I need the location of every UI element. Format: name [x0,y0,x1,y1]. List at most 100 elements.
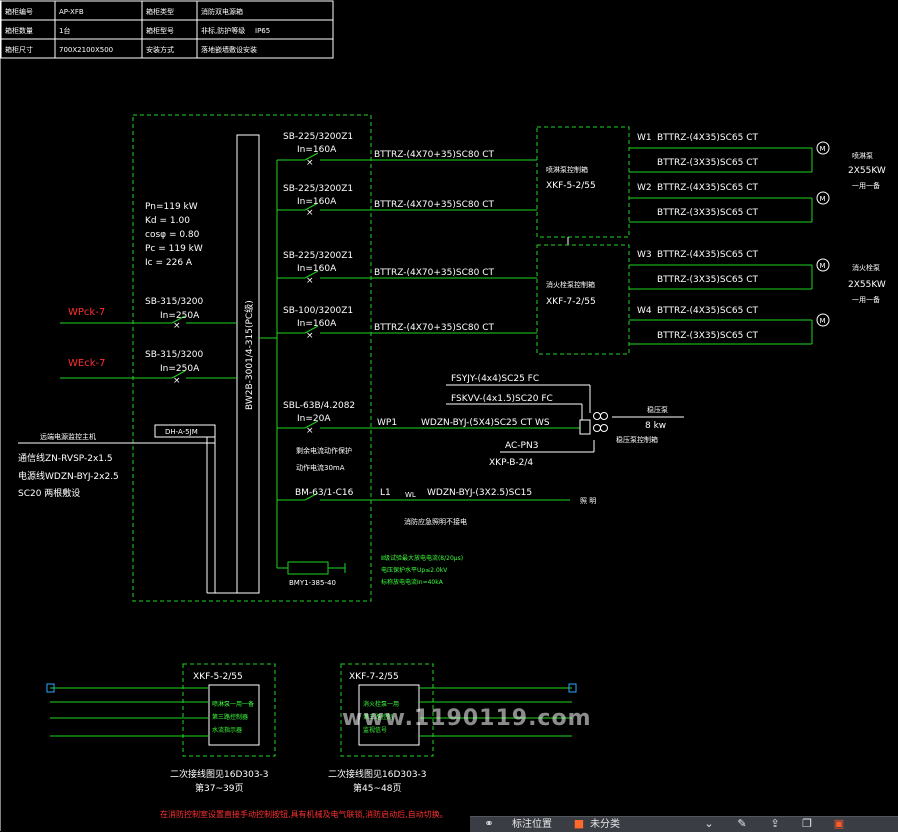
wp-fc1: FSYJY-(4x4)SC25 FC [451,374,539,384]
copy-icon[interactable]: ❐ [802,817,812,830]
toolbar-item-1[interactable]: 标注位置 [512,819,552,830]
wp-fc2: FSKVV-(4x1.5)SC20 FC [451,394,553,404]
incoming-feeder-1: × WPck-7 SB-315/3200 In=250A [60,297,237,331]
motor-code-1: W1 [637,133,652,143]
l1-cable: WDZN-BYJ-(3X2.5)SC15 [427,488,532,498]
outgoing-feeder-4: × SB-100/3200Z1 In=160A BTTRZ-(4X70+35)S… [277,306,537,341]
wp-note1: 剩余电流动作保护 [296,446,352,455]
l1-dest: 照 明 [580,497,596,505]
motor-code-3: W2 [637,183,652,193]
bottom-note: 在消防控制室设置直接手动控制按钮,具有机械及电气联锁,消防启动后,自动切换。 [160,809,448,819]
out-cable-4: BTTRZ-(4X70+35)SC80 CT [374,323,494,333]
svg-text:×: × [173,321,181,331]
pump-note-1: 一用一备 [852,181,880,190]
bc1-inner-1: 第三路控制器 [212,713,248,721]
wp-note2: 动作电流30mA [296,463,345,472]
cabinet-xkf5-top: 喷淋泵控制箱 [546,165,588,174]
remote-l3: SC20 两根敷设 [18,487,80,499]
pen-icon[interactable]: ✎ [737,817,747,830]
out-cable-1: BTTRZ-(4X70+35)SC80 CT [374,150,494,160]
jockey-motor-icon-c [593,424,601,432]
dh-module-label: DH-A-5JM [165,428,198,436]
toolbar-item-2[interactable]: 未分类 [590,819,620,830]
wp-xkp: XKP-B-2/4 [489,458,533,468]
cabinet-xkf7: 消火栓泵控制箱 XKF-7-2/55 [536,244,630,355]
tb-v2-0: 消防双电源箱 [201,7,243,16]
tb-k1-1: 箱柜数量 [5,26,33,35]
tb-k2-0: 箱柜类型 [146,7,174,16]
ats-unit [236,134,260,594]
motor-lines: W1 BTTRZ-(4X35)SC65 CT BTTRZ-(3X35)SC65 … [629,133,813,345]
motor-cable-8: BTTRZ-(3X35)SC65 CT [657,331,758,341]
bc2-inner-1: 第三路控制 [363,713,393,721]
wp-breaker: SBL-63B/4.2082 [283,401,355,411]
jockey-motor-icon-b [600,412,608,420]
outgoing-feeder-1: × SB-225/3200Z1 In=160A BTTRZ-(4X70+35)S… [277,132,537,168]
svg-text:×: × [306,276,314,286]
wp-pump: 稳压泵 [647,405,668,414]
motor-cable-7: BTTRZ-(4X35)SC65 CT [657,306,758,316]
l1-wl: WL [405,491,416,499]
jockey-motor-icon-a [593,412,601,420]
incoming-rating-1: In=250A [160,311,200,321]
bc1-ref2: 第37~39页 [195,782,243,794]
l1-code: L1 [380,488,391,498]
motor-icon-4 [816,313,830,327]
chevron-down-icon[interactable]: ⌄ [704,817,714,830]
wp-ac: AC-PN3 [505,441,538,451]
out-rating-4: In=160A [297,319,337,329]
cabinet-xkf7-top: 消火栓泵控制箱 [546,280,595,289]
branch-l1: BM-63/1-C16 L1 WL WDZN-BYJ-(3X2.5)SC15 照… [277,488,596,526]
folder-icon[interactable]: ■ [573,817,585,830]
pump-name-2: 消火栓泵 [852,263,880,272]
remote-title: 远端电源监控主机 [40,432,96,441]
cabinet-xkf5: 喷淋泵控制箱 XKF-5-2/55 [536,126,630,238]
svg-text:×: × [306,208,314,218]
incoming-breaker-2: SB-315/3200 [145,350,204,360]
watermark: www.1190119.com [342,706,592,731]
motor-code-7: W4 [637,306,652,316]
tb-v1-1: 1台 [59,26,70,35]
dh-module [154,424,216,438]
motor-cable-6: BTTRZ-(3X35)SC65 CT [657,275,758,285]
svg-text:M: M [820,195,826,203]
out-cable-2: BTTRZ-(4X70+35)SC80 CT [374,200,494,210]
cabinet-xkf7-name: XKF-7-2/55 [546,297,596,307]
bc1-inner-2: 水流指示器 [212,726,242,734]
tb-v1-0: AP-XFB [59,8,84,16]
motor-cable-1: BTTRZ-(4X35)SC65 CT [657,133,758,143]
spd-model: BMY1-385-40 [289,579,336,587]
jockey-motor-icon-d [600,424,608,432]
bc1-name: XKF-5-2/55 [193,672,243,682]
pump-spec-1: 2X55KW [848,166,886,176]
tb-k2-1: 箱柜型号 [146,26,174,35]
outgoing-feeder-3: × SB-225/3200Z1 In=160A BTTRZ-(4X70+35)S… [277,251,537,286]
incoming-label-1: WPck-7 [68,307,105,318]
ats-label: BW2B-3001/4-315(PC级) [243,300,255,410]
people-icon[interactable]: ⚭ [484,817,494,830]
param-pc: Pc = 119 kW [145,244,203,254]
svg-text:×: × [306,426,314,436]
share-icon[interactable]: ⇪ [770,817,780,830]
wp-code: WP1 [377,418,397,428]
wp-kw: 8 kw [645,421,666,431]
out-rating-2: In=160A [297,197,337,207]
record-icon[interactable]: ▣ [833,817,845,830]
tb-v2-2: 落地嵌墙敷设安装 [201,45,257,54]
remote-l2: 电源线WDZN-BYJ-2x2.5 [18,470,119,482]
motor-symbols: M M M M [816,141,830,327]
tb-v2-1: 非标,防护等级 [201,26,245,35]
outgoing-feeder-2: × SB-225/3200Z1 In=160A BTTRZ-(4X70+35)S… [277,184,537,218]
out-breaker-2: SB-225/3200Z1 [283,184,353,194]
bottom-cabinet-2: XKF-7-2/55 消火栓泵一用 第三路控制 监视信号 二次接线图见16D30… [328,663,577,794]
tb-v2b-1: IP65 [255,27,270,35]
branch-wp: × SBL-63B/4.2082 In=20A WP1 WDZN-BYJ-(5X… [277,374,684,472]
spd-n1: Ⅱ级试验最大放电电流(8/20μs) [381,554,463,562]
tb-v1-2: 700X2100X500 [59,46,113,54]
out-cable-3: BTTRZ-(4X70+35)SC80 CT [374,268,494,278]
title-block: 箱柜编号 AP-XFB 箱柜类型 消防双电源箱 箱柜数量 1台 箱柜型号 非标,… [0,0,334,59]
motor-cable-5: BTTRZ-(4X35)SC65 CT [657,250,758,260]
l1-breaker: BM-63/1-C16 [295,488,354,498]
switchboard-enclosure [132,114,372,602]
